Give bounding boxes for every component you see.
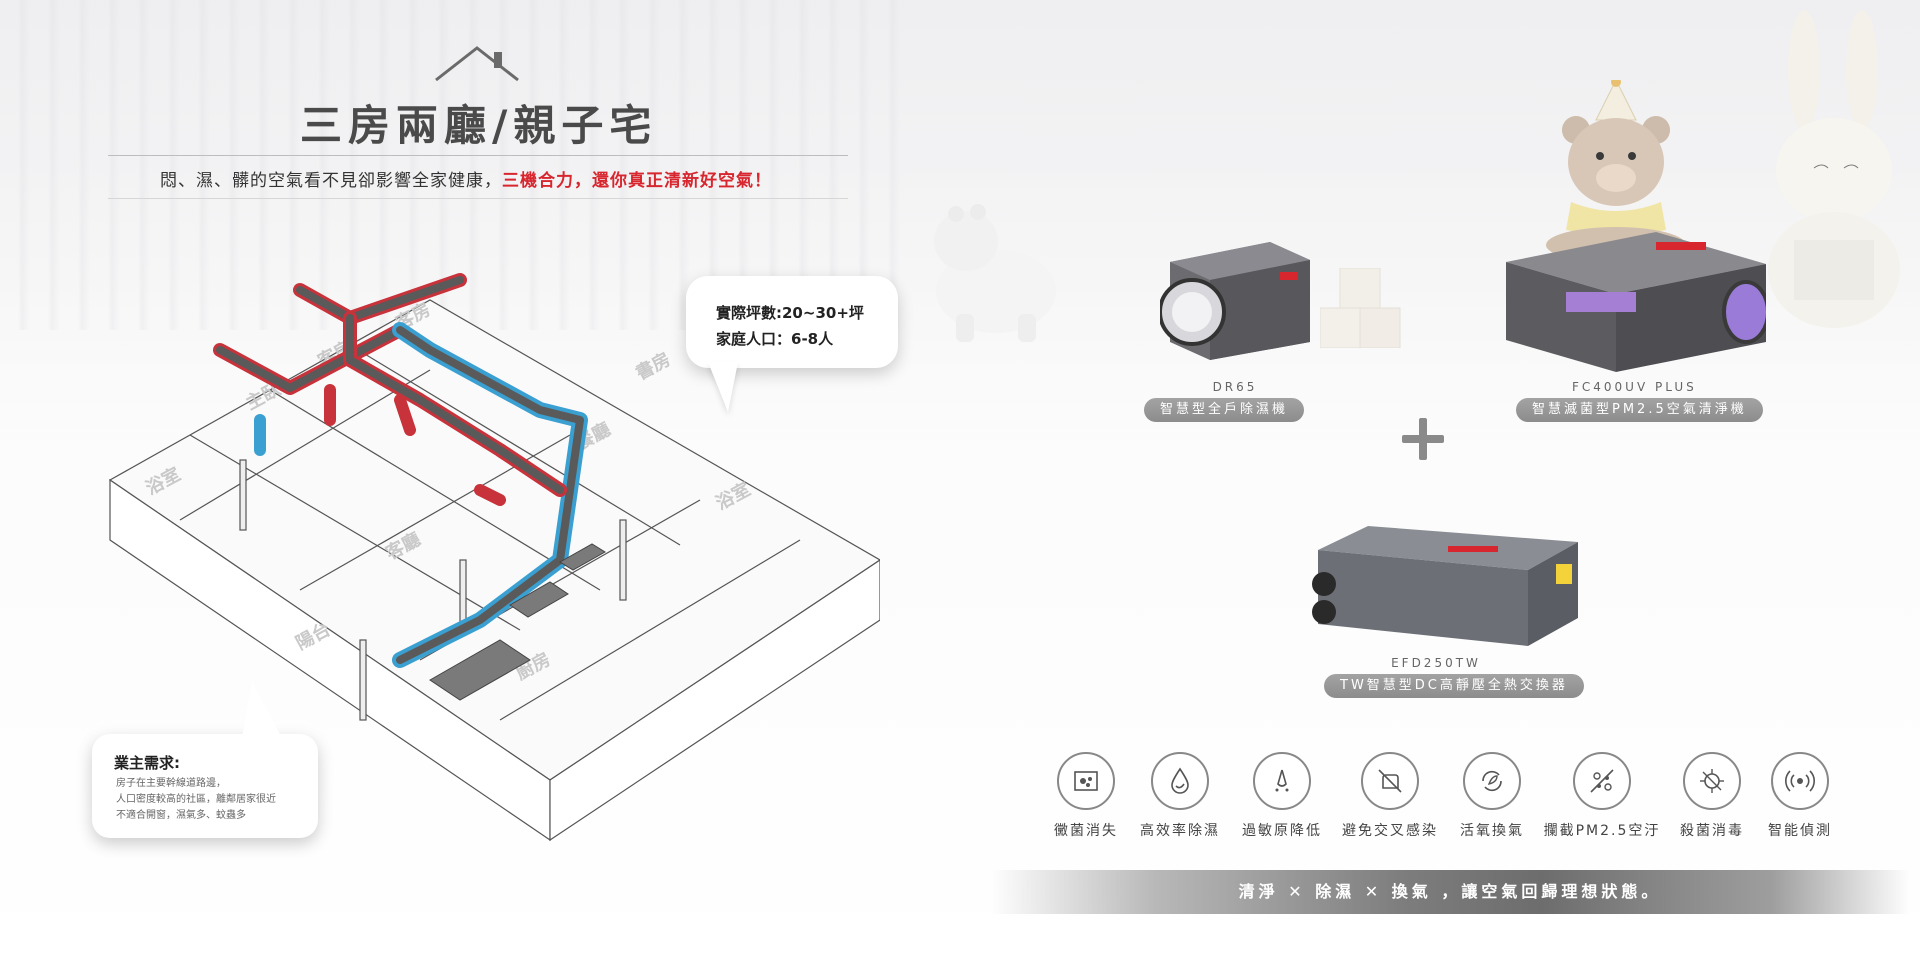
footer-banner: 清淨 ✕ 除濕 ✕ 換氣 ，讓空氣回歸理想狀態。: [990, 870, 1910, 914]
feature-mold: 黴菌消失: [1026, 752, 1146, 840]
feature-label: 殺菌消毒: [1680, 823, 1744, 839]
family-size: 家庭人口：6-8人: [716, 330, 834, 348]
feature-infection: 避免交叉感染: [1330, 752, 1450, 840]
feature-label: 攔截PM2.5空汙: [1543, 823, 1661, 839]
feature-label: 黴菌消失: [1054, 823, 1118, 839]
product-code-dr65: DR65: [1212, 380, 1258, 394]
dr65-product-image: [1160, 242, 1310, 360]
bunny-toy-illustration: [1768, 10, 1900, 328]
product-code-fc400uv: FC400UV PLUS: [1572, 380, 1697, 394]
page-subtitle: 悶、濕、髒的空氣看不見卻影響全家健康，三機合力，還你真正清新好空氣！: [160, 166, 772, 191]
subtitle-divider: [108, 198, 848, 199]
page-title: 三房兩廳/親子宅: [300, 101, 658, 150]
background-curtain: [0, 0, 900, 330]
feature-pm25: 攔截PM2.5空汙: [1542, 752, 1662, 840]
product-name-fc400uv: 智慧滅菌型PM2.5空氣清淨機: [1516, 398, 1763, 422]
sensor-icon: [1771, 752, 1829, 810]
outer-wall: [108, 299, 880, 781]
footer-tagline: 清淨 ✕ 除濕 ✕ 換氣 ，讓空氣回歸理想狀態。: [1238, 882, 1662, 901]
feature-dehumidify: 高效率除濕: [1120, 752, 1240, 840]
room-label: 書房: [632, 348, 674, 384]
subtitle-highlight: 三機合力，還你真正清新好空氣！: [502, 171, 772, 191]
house-roof-icon: [435, 46, 519, 82]
feature-allergen: 過敏原降低: [1222, 752, 1342, 840]
fc400uv-product-image: [1506, 232, 1766, 372]
bubble-tail: [708, 362, 738, 412]
feature-label: 過敏原降低: [1242, 823, 1322, 839]
bubble-tail: [242, 682, 282, 738]
mold-icon: [1057, 752, 1115, 810]
owner-needs-line: 不適合開窗，濕氣多、蚊蟲多: [116, 810, 246, 821]
product-name-dr65: 智慧型全戶除濕機: [1144, 398, 1305, 422]
hand-icon: [1361, 752, 1419, 810]
subtitle-text: 悶、濕、髒的空氣看不見卻影響全家健康，: [160, 171, 502, 191]
leaf-cycle-icon: [1463, 752, 1521, 810]
feature-label: 高效率除濕: [1140, 823, 1220, 839]
plus-icon: [1402, 418, 1444, 460]
product-name-efd250tw: TW智慧型DC高靜壓全熱交換器: [1324, 674, 1584, 698]
owner-needs-line: 房子在主要幹線道路邊，: [116, 778, 226, 789]
outer-wall-side: [549, 559, 880, 842]
hvac-unit: [509, 581, 569, 618]
hvac-unit: [429, 639, 531, 701]
feature-ventilation: 活氧換氣: [1432, 752, 1552, 840]
title-divider: [108, 155, 848, 156]
feature-label: 智能偵測: [1768, 823, 1832, 839]
efd250tw-product-image: [1312, 526, 1578, 646]
property-area: 實際坪數:20~30+坪: [716, 304, 864, 322]
feature-label: 活氧換氣: [1460, 823, 1524, 839]
feature-label: 避免交叉感染: [1342, 823, 1438, 839]
toy-blocks-illustration: [1320, 268, 1401, 348]
particle-block-icon: [1573, 752, 1631, 810]
owner-needs-line: 人口密度較高的社區，離鄰居家很近: [116, 794, 276, 805]
floorplan-diagram: 主臥 客房 客房 浴室 客廳 浴室 陽台 廚房 餐廳 書房: [108, 273, 880, 842]
hippo-toy-illustration: [934, 204, 1056, 342]
feature-sensor: 智能偵測: [1740, 752, 1860, 840]
droplet-icon: [1151, 752, 1209, 810]
owner-needs-bubble: 業主需求: 房子在主要幹線道路邊， 人口密度較高的社區，離鄰居家很近 不適合開窗…: [92, 682, 318, 838]
hvac-unit: [559, 543, 606, 571]
feature-sterilize: 殺菌消毒: [1652, 752, 1772, 840]
product-code-efd250tw: EFD250TW: [1391, 656, 1481, 670]
property-info-bubble: 實際坪數:20~30+坪 家庭人口：6-8人: [686, 276, 898, 412]
nose-icon: [1253, 752, 1311, 810]
owner-needs-title: 業主需求:: [114, 754, 180, 772]
virus-kill-icon: [1683, 752, 1741, 810]
owner-needs-text: 房子在主要幹線道路邊， 人口密度較高的社區，離鄰居家很近 不適合開窗，濕氣多、蚊…: [116, 776, 276, 824]
